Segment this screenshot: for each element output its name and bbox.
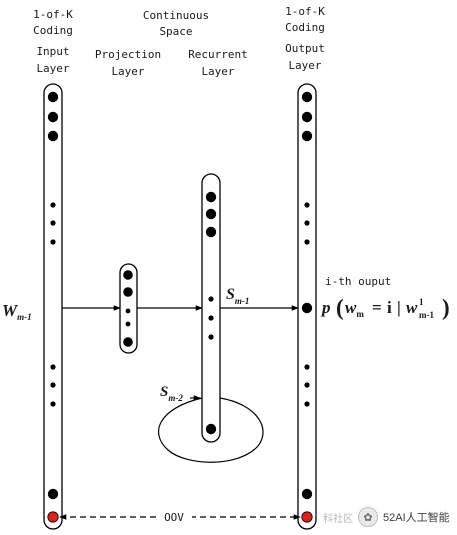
recurrent-node xyxy=(208,334,214,340)
recurrent-header-line-1: Recurrent xyxy=(188,48,248,61)
oov-label-backdrop xyxy=(156,509,192,525)
continuous-header-line-2: Space xyxy=(159,25,192,38)
watermark: 科社区 ✿ 52AI人工智能 xyxy=(323,506,450,528)
ith-output-label: i-th ouput xyxy=(325,275,391,288)
wechat-logo-icon: ✿ xyxy=(358,507,378,527)
projection-node xyxy=(123,270,133,280)
output-node xyxy=(304,364,310,370)
output-header-line-2: Coding xyxy=(285,21,325,34)
state-label: Sm-1 xyxy=(226,286,249,306)
output-oov-node xyxy=(301,511,313,523)
input-node xyxy=(50,364,56,370)
input-node xyxy=(50,220,56,226)
continuous-header-line-1: Continuous xyxy=(143,9,209,22)
recurrent-node xyxy=(205,208,217,220)
output-node xyxy=(304,220,310,226)
input-oov-node xyxy=(47,511,59,523)
oov-label: OOV xyxy=(164,511,184,524)
watermark-faint-text: 科社区 xyxy=(323,513,353,525)
output-node-ith xyxy=(301,302,313,314)
input-header-line-4: Layer xyxy=(36,62,69,75)
output-node xyxy=(301,130,313,142)
output-header-line-1: 1-of-K xyxy=(285,5,325,18)
output-node xyxy=(301,91,313,103)
projection-header-line-1: Projection xyxy=(95,48,161,61)
input-node xyxy=(50,202,56,208)
recurrent-node xyxy=(208,296,214,302)
projection-node xyxy=(123,287,133,297)
output-node xyxy=(304,239,310,245)
recurrent-node xyxy=(205,191,217,203)
output-node xyxy=(304,382,310,388)
input-node xyxy=(50,401,56,407)
output-node xyxy=(301,111,313,123)
input-word-label: Wm-1 xyxy=(2,301,32,322)
input-layer-capsule xyxy=(43,83,63,530)
recurrent-self-loop xyxy=(157,397,264,463)
output-header-line-3: Output xyxy=(285,42,325,55)
output-node xyxy=(304,202,310,208)
input-node xyxy=(50,239,56,245)
input-node xyxy=(47,130,59,142)
input-header-line-1: 1-of-K xyxy=(33,8,73,21)
recurrent-node xyxy=(205,423,217,435)
input-header-line-3: Input xyxy=(36,45,69,58)
output-header-line-4: Layer xyxy=(288,59,321,72)
input-node xyxy=(50,382,56,388)
projection-node xyxy=(125,308,131,314)
output-node xyxy=(301,488,313,500)
input-node xyxy=(47,91,59,103)
output-node xyxy=(304,401,310,407)
input-node xyxy=(47,488,59,500)
recurrent-node xyxy=(208,315,214,321)
recurrent-header-line-2: Layer xyxy=(201,65,234,78)
watermark-text: 52AI人工智能 xyxy=(383,512,450,524)
recurrent-node xyxy=(205,226,217,238)
projection-header-line-2: Layer xyxy=(111,65,144,78)
projection-node xyxy=(125,321,131,327)
input-node xyxy=(47,111,59,123)
projection-node xyxy=(123,337,133,347)
input-header-line-2: Coding xyxy=(33,24,73,37)
previous-state-label: Sm-2 xyxy=(160,384,183,403)
